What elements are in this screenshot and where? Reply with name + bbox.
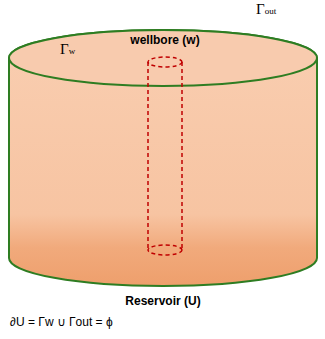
node-title: wellbore (w) bbox=[115, 33, 215, 48]
reservoir-cylinder-outline bbox=[8, 28, 318, 318]
cylinder-body bbox=[9, 30, 317, 286]
reservoir-cylinder: Reservoir (U) wellbore (w) bbox=[8, 28, 318, 318]
wellbore-top bbox=[148, 57, 182, 67]
wellbore-wall bbox=[181, 62, 183, 250]
node-title: Reservoir (U) bbox=[8, 294, 318, 309]
wellbore-bottom bbox=[148, 245, 182, 255]
boundary-equation: ∂U = Γw ∪ Γout = ϕ bbox=[10, 314, 113, 330]
boundary-label: Γout bbox=[256, 1, 276, 19]
boundary-label: Γw bbox=[60, 41, 75, 59]
wellbore-cylinder: wellbore (w) bbox=[115, 30, 215, 260]
wellbore-cylinder-outline bbox=[115, 30, 215, 260]
wellbore-wall bbox=[147, 62, 149, 250]
cylinder-top bbox=[9, 30, 317, 86]
